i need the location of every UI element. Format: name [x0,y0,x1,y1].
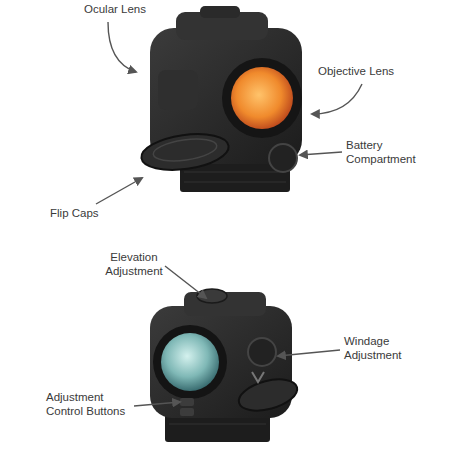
part-label: Elevation Adjustment [96,250,172,278]
leader-arrow [134,402,180,406]
windage-knob [248,338,276,366]
part-label: Windage Adjustment [344,334,414,362]
control-button [180,398,194,406]
leader-arrow [96,178,142,204]
flip-cap [139,129,231,175]
part-label: Adjustment Control Buttons [46,390,142,418]
battery-cap [269,144,297,172]
elevation-knob [200,6,240,18]
side-panel [158,70,198,110]
part-label: Battery Compartment [346,138,430,166]
leader-arrow [312,84,362,114]
red-dot-sight-rear [150,289,301,442]
flip-cap [235,374,300,417]
red-dot-sight-front [139,6,302,192]
objective-lens [231,67,293,129]
rail-line [184,172,286,173]
flip-cap-rim [152,136,218,165]
lens-hood [153,325,227,399]
part-label: Ocular Lens [84,2,184,16]
ocular-lens [161,333,219,391]
leader-arrow [165,266,206,298]
lens-hood [222,58,302,138]
logo-mark [252,372,264,382]
part-label: Objective Lens [318,64,428,78]
leader-arrow [108,22,136,72]
rail-line [184,182,286,183]
leader-arrow [300,152,342,155]
leader-arrow [278,350,340,356]
rail-line [169,424,266,425]
part-label: Flip Caps [50,206,130,220]
control-button [180,408,194,416]
elevation-knob [197,289,227,303]
